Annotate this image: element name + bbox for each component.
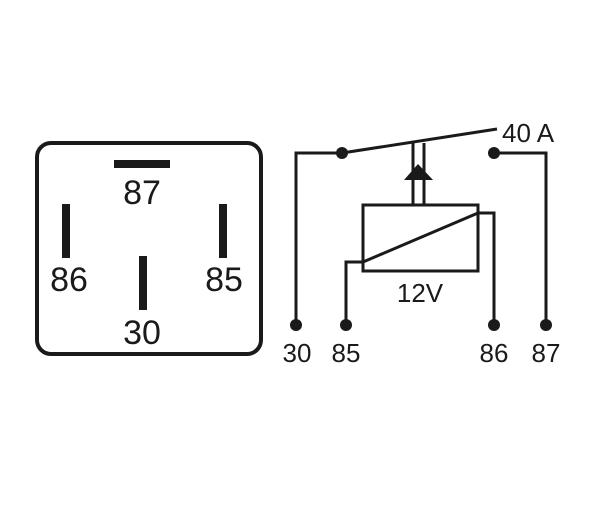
- relay-schematic: [294, 127, 548, 325]
- pin-87-blade: [114, 160, 170, 168]
- pin-85-label: 85: [205, 261, 243, 299]
- coil-winding: [362, 211, 479, 264]
- wire-85: [344, 260, 363, 325]
- terminal-85-label: 85: [332, 338, 361, 368]
- terminal-86-dot: [488, 319, 500, 331]
- contact-87-dot: [488, 147, 500, 159]
- terminal-86-label: 86: [480, 338, 509, 368]
- terminal-30-dot: [290, 319, 302, 331]
- relay-footprint: 87 86 85 30: [35, 141, 263, 356]
- pin-86-blade: [62, 204, 70, 258]
- pin-86-label: 86: [50, 261, 88, 299]
- pin-87-label: 87: [123, 174, 161, 212]
- terminal-85-dot: [340, 319, 352, 331]
- switch-arm: [341, 127, 498, 155]
- wire-87: [494, 151, 548, 325]
- wire-30: [294, 151, 342, 325]
- terminal-87-label: 87: [532, 338, 561, 368]
- pin-85-blade: [219, 204, 227, 258]
- pin-30-label: 30: [123, 314, 161, 352]
- switch-pivot-dot: [336, 147, 348, 159]
- coil-box: [361, 203, 480, 273]
- coil-voltage-label: 12V: [397, 278, 444, 308]
- wire-86: [478, 211, 496, 325]
- pin-30-blade: [139, 256, 147, 310]
- current-rating-label: 40 A: [502, 118, 555, 148]
- actuator-arrow: [404, 164, 433, 180]
- terminal-30-label: 30: [283, 338, 312, 368]
- relay-housing-outline: [35, 141, 263, 356]
- terminal-87-dot: [540, 319, 552, 331]
